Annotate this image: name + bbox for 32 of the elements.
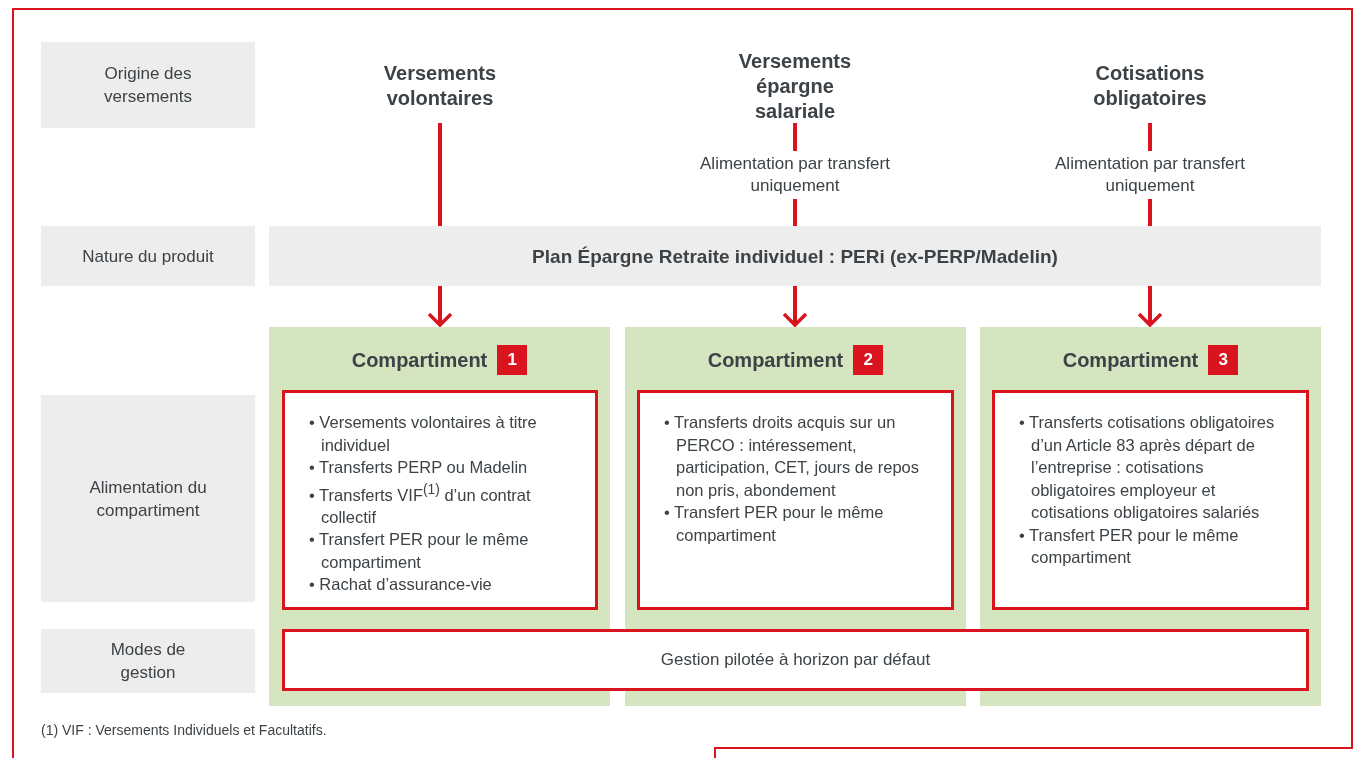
content-box [282,390,598,610]
bullet-item: • Versements volontaires à titre individuel [309,412,538,456]
bullet-item: • Transferts VIF$^{(1)}$ d’un contrat collectif [309,480,532,528]
arrow [1137,286,1163,327]
bullet-item: • Transfert PER pour le même compartiment [309,529,530,573]
number-badge: 1 [497,345,528,375]
bullet-item: • Transfert PER pour le même compartiment [1019,524,1240,568]
bullet-item: • Transferts droits acquis sur un PERCO : intéressement, participation, CET, jours de repos non pris, abondement [664,412,921,501]
footnote: (1) VIF : Versements Individuels et Facultatifs. [41,722,327,738]
arrow [782,286,808,327]
column-heading: Compartiment [707,348,844,372]
bullet-item: • Rachat d’assurance-vie [309,574,493,595]
management-box: Gestion pilotée à horizon par défaut [282,629,1309,691]
content-box [992,390,1309,610]
content-box [637,390,954,610]
product-banner: Plan Épargne Retraite individuel : PERi (ex-PERP/Madelin) [269,226,1321,286]
row-header: Modes de gestion [41,629,255,693]
bullet-item: • Transferts cotisations obligatoires d’un Article 83 après départ de l’entreprise : cotisations obligatoires employeur et cotisations obligatoires salariés [1019,412,1276,523]
number-badge: 3 [1208,345,1239,375]
connector-line [438,123,442,226]
number-badge: 2 [853,345,884,375]
bullet-item: • Transferts PERP ou Madelin [309,457,529,478]
column-heading: Compartiment [351,348,488,372]
row-header: Alimentation du compartiment [41,395,255,602]
column-title: Versements épargne salariale [705,55,885,117]
column-heading: Compartiment [1062,348,1199,372]
bullet-item: • Transfert PER pour le même compartiment [664,502,885,546]
row-header: Origine des versements [41,42,255,128]
column-title: Cotisations obligatoires [1060,55,1240,117]
row-header: Nature du produit [41,226,255,286]
arrow [427,286,453,327]
column-title: Versements volontaires [350,55,530,117]
